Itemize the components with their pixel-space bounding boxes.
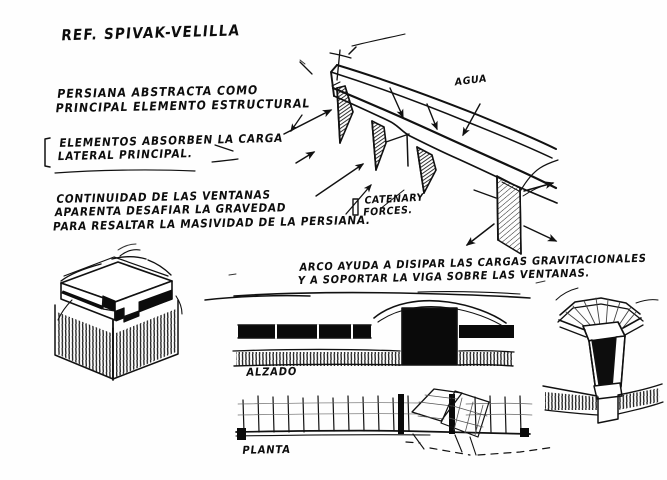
hanging-fins: [336, 85, 437, 194]
sketch-title: REF. SPIVAK-VELILLA: [60, 21, 242, 45]
column-detail: [542, 287, 664, 424]
end-support-and-forces: [465, 159, 559, 255]
label-agua: AGUA: [454, 73, 488, 89]
elevation-drawing: [204, 291, 531, 367]
label-alzado: ALZADO: [245, 366, 298, 380]
note-persiana: PERSIANA ABSTRACTA COMO PRINCIPAL ELEMEN…: [54, 83, 311, 116]
note-arco: ARCO AYUDA A DISIPAR LAS CARGAS GRAVITAC…: [297, 252, 648, 288]
underline-elementos: [54, 169, 196, 174]
perspective-roof-slab: [329, 33, 558, 204]
label-catenary-forces: CATENARY FORCES.: [362, 191, 425, 220]
bracket-elementos: [44, 137, 51, 168]
corner-detail-axonometric: [54, 249, 183, 381]
note-elementos: ELEMENTOS ABSORBEN LA CARGA LATERAL PRIN…: [56, 131, 284, 164]
note-continuidad: CONTINUIDAD DE LAS VENTANAS APARENTA DES…: [52, 188, 372, 234]
label-planta: PLANTA: [241, 444, 292, 458]
